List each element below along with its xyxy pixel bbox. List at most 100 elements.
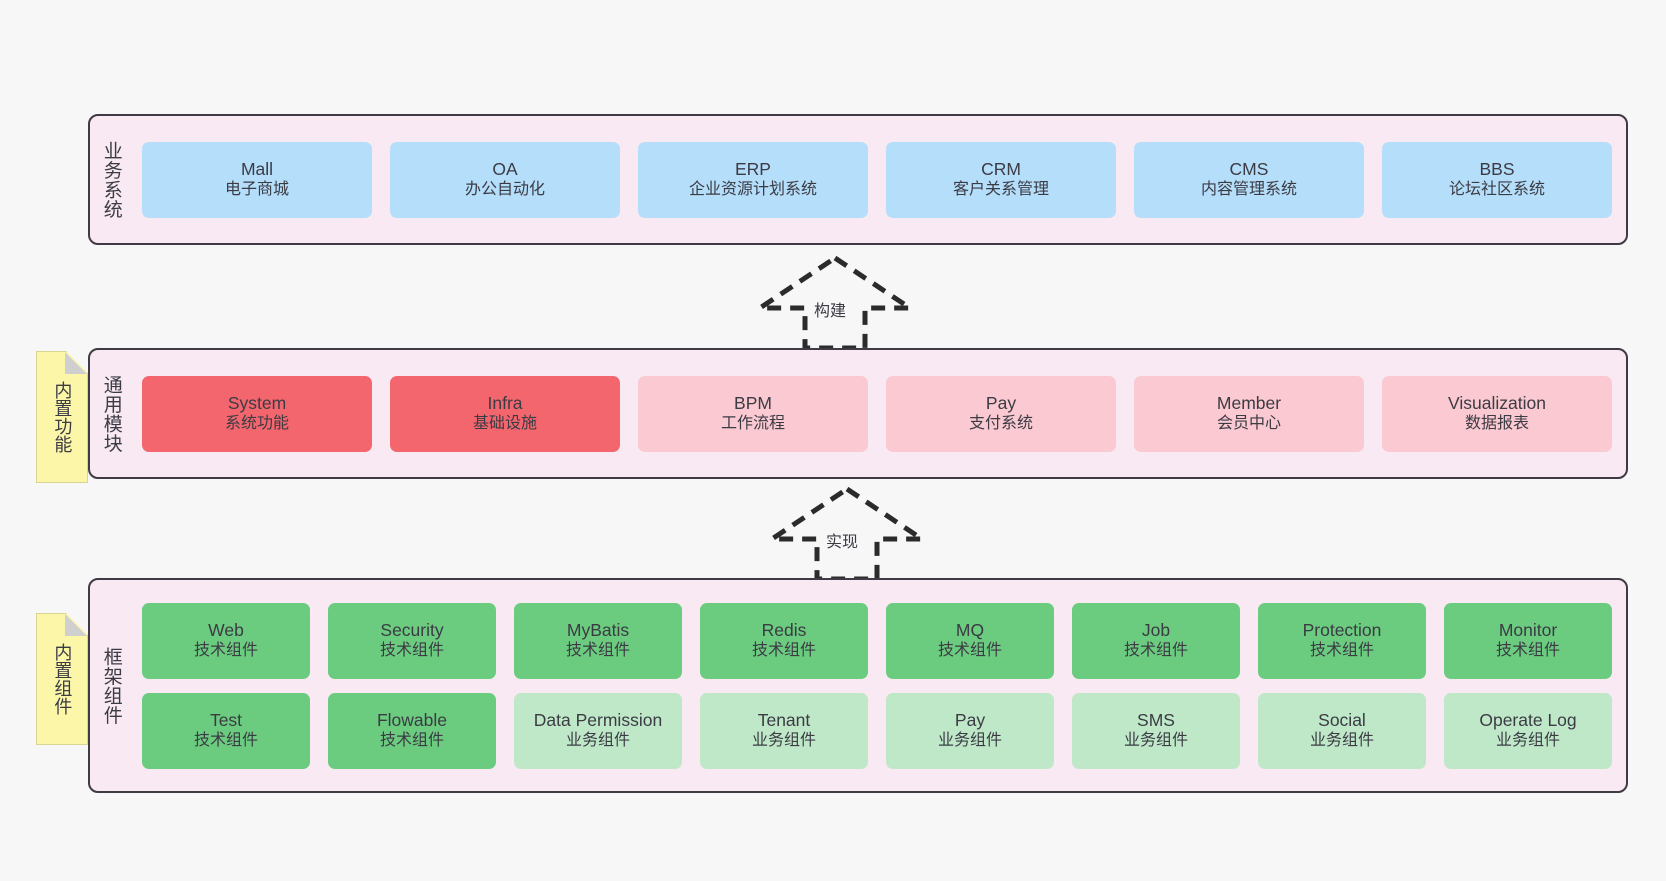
card-bbs[interactable]: BBS 论坛社区系统	[1382, 141, 1612, 218]
arrow-build-label: 构建	[812, 297, 849, 321]
card-operate-log-en: Operate Log	[1479, 710, 1577, 731]
card-web-cn: 技术组件	[193, 642, 258, 660]
card-pay-component-en: Pay	[954, 710, 986, 731]
card-monitor[interactable]: Monitor 技术组件	[1444, 602, 1612, 679]
card-oa[interactable]: OA 办公自动化	[390, 141, 620, 218]
common-card-group: System 系统功能 Infra 基础设施 BPM 工作流程 Pay 支付系统…	[132, 350, 1626, 477]
card-monitor-en: Monitor	[1498, 620, 1558, 641]
note-builtin-component: 内置组件	[36, 613, 88, 745]
note-builtin-function-label: 内置功能	[52, 381, 73, 453]
card-mybatis-en: MyBatis	[566, 620, 630, 641]
card-sms-en: SMS	[1137, 710, 1175, 731]
card-social-en: Social	[1318, 710, 1366, 731]
card-oa-en: OA	[492, 159, 518, 180]
card-job-en: Job	[1141, 620, 1171, 641]
card-cms-cn: 内容管理系统	[1200, 181, 1297, 199]
card-erp-en: ERP	[735, 159, 771, 180]
card-test-en: Test	[209, 710, 243, 731]
layer-common-module: 通用模块 System 系统功能 Infra 基础设施 BPM 工作流程 Pay…	[88, 348, 1628, 479]
arrow-implement: 实现	[762, 483, 932, 583]
card-web-en: Web	[208, 620, 244, 641]
card-sms-cn: 业务组件	[1123, 732, 1188, 750]
card-mq-cn: 技术组件	[937, 642, 1002, 660]
card-mq-en: MQ	[955, 620, 985, 641]
arrow-implement-label: 实现	[824, 528, 861, 552]
card-crm[interactable]: CRM 客户关系管理	[886, 141, 1116, 218]
card-tenant-cn: 业务组件	[751, 732, 816, 750]
framework-card-group: Web 技术组件 Security 技术组件 MyBatis 技术组件 Redi…	[132, 580, 1626, 791]
card-visualization-cn: 数据报表	[1464, 415, 1529, 433]
card-flowable-cn: 技术组件	[379, 732, 444, 750]
card-infra[interactable]: Infra 基础设施	[390, 375, 620, 452]
business-card-row: Mall 电子商城 OA 办公自动化 ERP 企业资源计划系统 CRM 客户关系…	[142, 141, 1612, 218]
card-mybatis-cn: 技术组件	[565, 642, 630, 660]
card-security-en: Security	[380, 620, 444, 641]
card-member-en: Member	[1216, 393, 1282, 414]
card-oa-cn: 办公自动化	[464, 181, 545, 199]
card-redis[interactable]: Redis 技术组件	[700, 602, 868, 679]
card-test-cn: 技术组件	[193, 732, 258, 750]
card-mybatis[interactable]: MyBatis 技术组件	[514, 602, 682, 679]
card-bbs-cn: 论坛社区系统	[1448, 181, 1545, 199]
card-job-cn: 技术组件	[1123, 642, 1188, 660]
card-bbs-en: BBS	[1479, 159, 1515, 180]
card-test[interactable]: Test 技术组件	[142, 692, 310, 769]
card-bpm-en: BPM	[734, 393, 772, 414]
card-monitor-cn: 技术组件	[1495, 642, 1560, 660]
card-mall-cn: 电子商城	[224, 181, 289, 199]
arrow-implement-glyph	[763, 485, 931, 582]
layer-framework-title: 框架组件	[100, 646, 122, 725]
card-operate-log-cn: 业务组件	[1495, 732, 1560, 750]
card-visualization[interactable]: Visualization 数据报表	[1382, 375, 1612, 452]
card-erp-cn: 企业资源计划系统	[688, 181, 817, 199]
card-flowable-en: Flowable	[376, 710, 448, 731]
card-member-cn: 会员中心	[1216, 415, 1281, 433]
card-sms[interactable]: SMS 业务组件	[1072, 692, 1240, 769]
note-fold-icon	[65, 352, 87, 374]
card-infra-cn: 基础设施	[472, 415, 537, 433]
card-job[interactable]: Job 技术组件	[1072, 602, 1240, 679]
note-fold-icon	[65, 614, 87, 636]
card-erp[interactable]: ERP 企业资源计划系统	[638, 141, 868, 218]
card-social-cn: 业务组件	[1309, 732, 1374, 750]
card-member[interactable]: Member 会员中心	[1134, 375, 1364, 452]
card-pay-module[interactable]: Pay 支付系统	[886, 375, 1116, 452]
business-card-group: Mall 电子商城 OA 办公自动化 ERP 企业资源计划系统 CRM 客户关系…	[132, 116, 1626, 243]
card-bpm[interactable]: BPM 工作流程	[638, 375, 868, 452]
card-system[interactable]: System 系统功能	[142, 375, 372, 452]
layer-business-system: 业务系统 Mall 电子商城 OA 办公自动化 ERP 企业资源计划系统 CRM…	[88, 114, 1628, 245]
layer-common-title: 通用模块	[100, 374, 122, 453]
card-social[interactable]: Social 业务组件	[1258, 692, 1426, 769]
card-infra-en: Infra	[487, 393, 523, 414]
card-data-permission-en: Data Permission	[533, 710, 663, 731]
card-pay-component-cn: 业务组件	[937, 732, 1002, 750]
framework-card-row-1: Web 技术组件 Security 技术组件 MyBatis 技术组件 Redi…	[142, 602, 1612, 679]
card-mall-en: Mall	[240, 159, 274, 180]
card-web[interactable]: Web 技术组件	[142, 602, 310, 679]
card-security-cn: 技术组件	[379, 642, 444, 660]
card-protection-en: Protection	[1302, 620, 1382, 641]
card-cms[interactable]: CMS 内容管理系统	[1134, 141, 1364, 218]
card-pay-module-cn: 支付系统	[968, 415, 1033, 433]
card-mall[interactable]: Mall 电子商城	[142, 141, 372, 218]
note-builtin-function: 内置功能	[36, 351, 88, 483]
framework-card-row-2: Test 技术组件 Flowable 技术组件 Data Permission …	[142, 692, 1612, 769]
card-operate-log[interactable]: Operate Log 业务组件	[1444, 692, 1612, 769]
card-security[interactable]: Security 技术组件	[328, 602, 496, 679]
card-mq[interactable]: MQ 技术组件	[886, 602, 1054, 679]
card-flowable[interactable]: Flowable 技术组件	[328, 692, 496, 769]
card-crm-cn: 客户关系管理	[952, 181, 1049, 199]
card-system-cn: 系统功能	[224, 415, 289, 433]
common-card-row: System 系统功能 Infra 基础设施 BPM 工作流程 Pay 支付系统…	[142, 375, 1612, 452]
card-protection[interactable]: Protection 技术组件	[1258, 602, 1426, 679]
note-builtin-component-label: 内置组件	[52, 643, 73, 715]
card-data-permission[interactable]: Data Permission 业务组件	[514, 692, 682, 769]
arrow-build-glyph	[751, 254, 919, 351]
card-system-en: System	[227, 393, 287, 414]
card-protection-cn: 技术组件	[1309, 642, 1374, 660]
card-tenant[interactable]: Tenant 业务组件	[700, 692, 868, 769]
card-bpm-cn: 工作流程	[720, 415, 785, 433]
card-pay-component[interactable]: Pay 业务组件	[886, 692, 1054, 769]
card-tenant-en: Tenant	[757, 710, 811, 731]
card-data-permission-cn: 业务组件	[565, 732, 630, 750]
